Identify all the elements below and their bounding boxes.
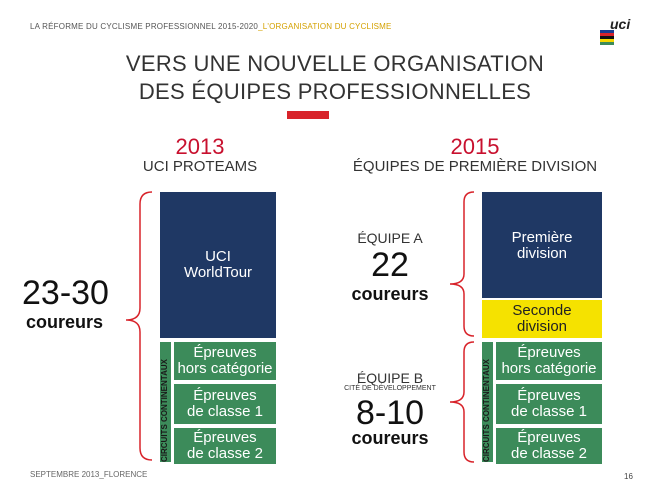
left-c2-line-2: de classe 2 — [187, 445, 263, 462]
title-line-2: DES ÉQUIPES PROFESSIONNELLES — [138, 79, 532, 104]
right-hc-line-1: Épreuves — [517, 344, 581, 361]
team-b-word: coureurs — [351, 428, 429, 448]
right-circuits-strip — [482, 342, 493, 462]
left-circuits-label: CIRCUITS CONTINENTAUX — [160, 359, 169, 462]
team-b-sub: CITÉ DE DÉVELOPPEMENT — [344, 385, 436, 392]
right-year: 2015 — [450, 134, 500, 159]
left-brace-icon — [125, 191, 153, 461]
right-c2-box: Épreuves de classe 2 — [496, 428, 602, 464]
worldtour-line-1: UCI — [205, 248, 231, 265]
left-rider-range: 23-30 — [22, 274, 109, 312]
logo-stripes-icon — [600, 30, 614, 46]
right-c2-line-2: de classe 2 — [511, 445, 587, 462]
right-hc-box: Épreuves hors catégorie — [496, 342, 602, 380]
left-circuits-strip — [160, 342, 171, 462]
footer-text: SEPTEMBRE 2013_FLORENCE — [30, 470, 148, 479]
right-brace-b-icon — [449, 341, 475, 463]
left-c2-line-1: Épreuves — [193, 429, 257, 446]
team-a-label: ÉQUIPE A — [357, 230, 423, 246]
right-c1-box: Épreuves de classe 1 — [496, 384, 602, 424]
right-circuits-label: CIRCUITS CONTINENTAUX — [482, 359, 491, 462]
right-c1-line-1: Épreuves — [517, 387, 581, 404]
worldtour-box: UCI WorldTour — [160, 192, 276, 338]
team-b-label: ÉQUIPE B — [356, 370, 424, 386]
right-brace-a-icon — [449, 191, 475, 337]
right-subtitle: ÉQUIPES DE PREMIÈRE DIVISION — [352, 158, 598, 175]
premiere-division-box: Première division — [482, 192, 602, 298]
title-line-1: VERS UNE NOUVELLE ORGANISATION — [125, 51, 545, 76]
left-year: 2013 — [175, 134, 225, 159]
seconde-line-1: Seconde — [512, 302, 572, 319]
worldtour-line-2: WorldTour — [183, 264, 253, 281]
page-title: VERS UNE NOUVELLE ORGANISATION DES ÉQUIP… — [0, 50, 670, 106]
left-rider-word: coureurs — [26, 312, 104, 332]
team-b-range: 8-10 — [355, 394, 425, 432]
page-number: 16 — [624, 472, 633, 481]
uci-logo: uci — [598, 14, 638, 46]
premiere-line-2: division — [516, 245, 567, 262]
breadcrumb-main: LA RÉFORME DU CYCLISME PROFESSIONNEL 201… — [30, 22, 259, 31]
premiere-line-1: Première — [511, 229, 573, 246]
left-c1-box: Épreuves de classe 1 — [174, 384, 276, 424]
right-c2-line-1: Épreuves — [517, 429, 581, 446]
header-breadcrumb: LA RÉFORME DU CYCLISME PROFESSIONNEL 201… — [30, 22, 392, 31]
left-hc-line-2: hors catégorie — [177, 360, 273, 377]
breadcrumb-accent: _L'ORGANISATION DU CYCLISME — [258, 22, 392, 31]
left-c2-box: Épreuves de classe 2 — [174, 428, 276, 464]
title-underline — [287, 111, 329, 119]
left-subtitle: UCI PROTEAMS — [142, 158, 258, 175]
left-hc-box: Épreuves hors catégorie — [174, 342, 276, 380]
right-hc-line-2: hors catégorie — [501, 360, 597, 377]
right-c1-line-2: de classe 1 — [511, 403, 587, 420]
left-hc-line-1: Épreuves — [193, 344, 257, 361]
seconde-line-2: division — [516, 318, 568, 335]
team-a-range: 22 — [371, 246, 409, 284]
left-c1-line-2: de classe 1 — [187, 403, 263, 420]
logo-text: uci — [610, 16, 631, 32]
left-c1-line-1: Épreuves — [193, 387, 257, 404]
seconde-division-box: Seconde division — [482, 300, 602, 338]
team-a-word: coureurs — [351, 284, 429, 304]
